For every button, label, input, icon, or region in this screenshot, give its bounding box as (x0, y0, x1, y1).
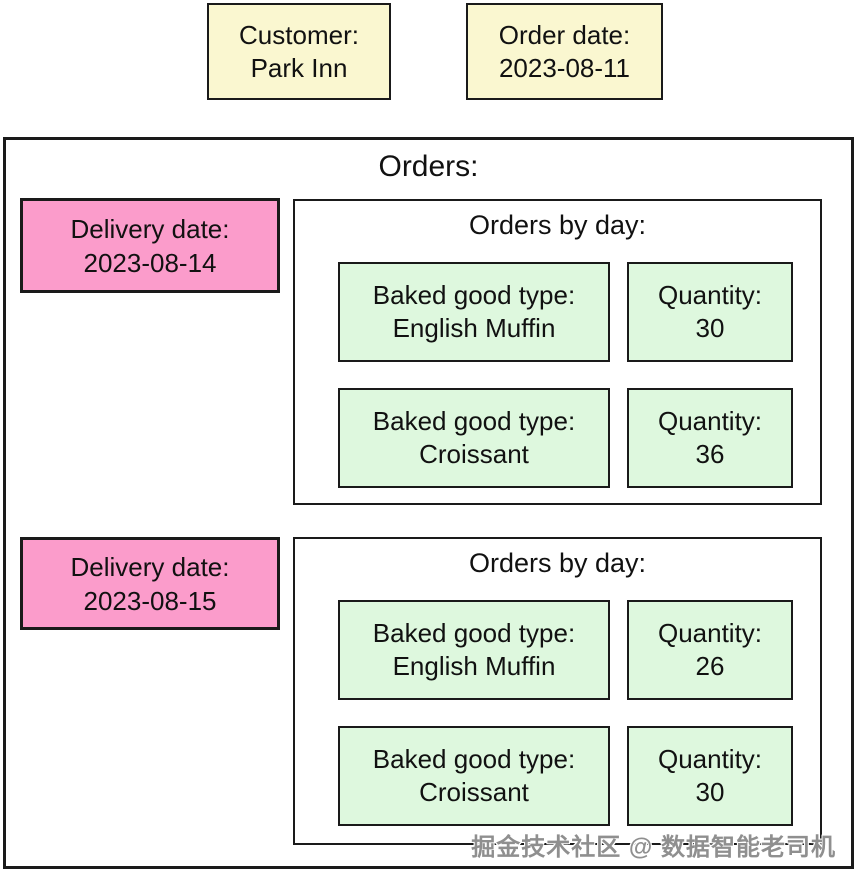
orders-by-day-panel-1: Orders by day: Baked good type: English … (293, 199, 822, 505)
quantity-value: 26 (695, 651, 725, 681)
customer-card: Customer: Park Inn (207, 3, 391, 100)
baked-good-type-value: Croissant (419, 777, 529, 807)
quantity-label: Quantity: (657, 280, 763, 310)
baked-good-type-label: Baked good type: (372, 618, 576, 648)
delivery-date-label: Delivery date: (70, 551, 230, 582)
baked-good-type-card: Baked good type: Croissant (338, 388, 610, 488)
delivery-date-card-2: Delivery date: 2023-08-15 (20, 537, 280, 630)
baked-good-type-label: Baked good type: (372, 406, 576, 436)
baked-good-type-card: Baked good type: Croissant (338, 726, 610, 826)
baked-good-type-value: Croissant (419, 439, 529, 469)
baked-good-type-card: Baked good type: English Muffin (338, 262, 610, 362)
watermark-text: 掘金技术社区 @ 数据智能老司机 (471, 834, 836, 861)
order-date-value: 2023-08-11 (498, 52, 631, 83)
orders-container: Orders: Delivery date: 2023-08-14 Orders… (3, 137, 854, 869)
order-date-card: Order date: 2023-08-11 (466, 3, 663, 100)
order-date-label: Order date: (498, 19, 631, 50)
quantity-card: Quantity: 30 (627, 262, 793, 362)
orders-title: Orders: (378, 150, 479, 183)
quantity-label: Quantity: (657, 618, 763, 648)
baked-good-type-card: Baked good type: English Muffin (338, 600, 610, 700)
orders-by-day-panel-2: Orders by day: Baked good type: English … (293, 537, 822, 845)
quantity-value: 36 (695, 439, 725, 469)
orders-by-day-title: Orders by day: (468, 210, 647, 240)
delivery-date-card-1: Delivery date: 2023-08-14 (20, 198, 280, 293)
quantity-value: 30 (695, 313, 725, 343)
baked-good-type-label: Baked good type: (372, 280, 576, 310)
delivery-date-label: Delivery date: (70, 213, 230, 244)
customer-label: Customer: (239, 19, 359, 50)
baked-good-type-value: English Muffin (392, 313, 556, 343)
quantity-label: Quantity: (657, 744, 763, 774)
baked-good-type-value: English Muffin (392, 651, 556, 681)
quantity-card: Quantity: 36 (627, 388, 793, 488)
orders-by-day-title: Orders by day: (468, 548, 647, 578)
customer-value: Park Inn (250, 52, 348, 83)
baked-good-type-label: Baked good type: (372, 744, 576, 774)
quantity-card: Quantity: 30 (627, 726, 793, 826)
quantity-value: 30 (695, 777, 725, 807)
delivery-date-value: 2023-08-14 (83, 247, 217, 278)
quantity-card: Quantity: 26 (627, 600, 793, 700)
delivery-date-value: 2023-08-15 (83, 585, 217, 616)
quantity-label: Quantity: (657, 406, 763, 436)
